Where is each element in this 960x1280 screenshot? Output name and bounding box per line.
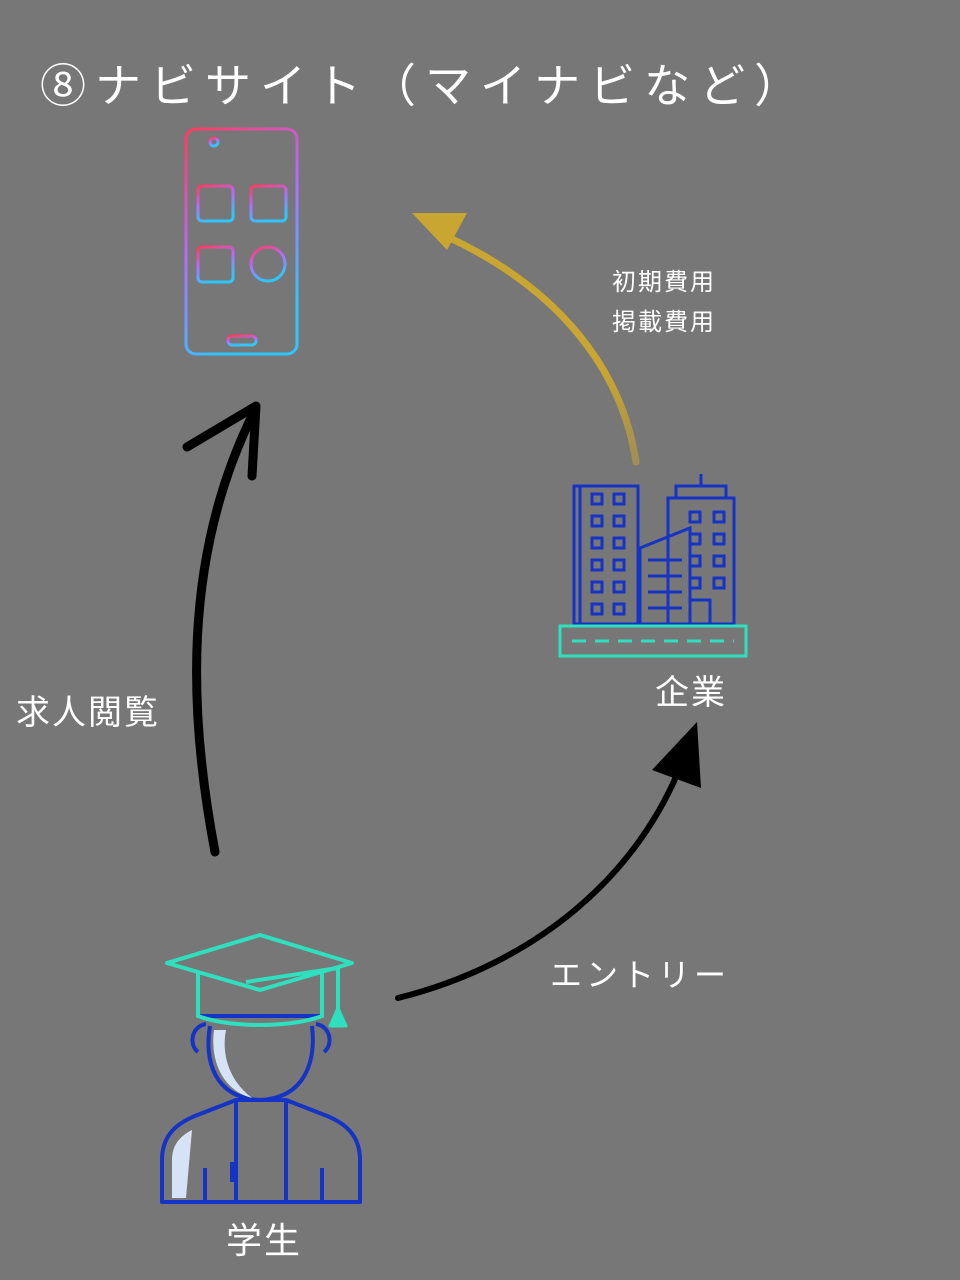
arrow-student-to-company xyxy=(395,722,701,1001)
page-title: ⑧ナビサイト（マイナビなど） xyxy=(40,59,810,113)
job-browsing-label: 求人閲覧 xyxy=(16,693,160,733)
smartphone-icon xyxy=(184,127,299,356)
entry-label: エントリー xyxy=(550,956,731,994)
company-label: 企業 xyxy=(655,673,727,713)
building-ground xyxy=(558,624,748,658)
fee-labels: 初期費用 掲載費用 xyxy=(612,262,716,342)
student-label: 学生 xyxy=(226,1221,303,1262)
arrow-student-to-site xyxy=(182,401,261,857)
initial-fee-label: 初期費用 xyxy=(612,268,716,296)
listing-fee-label: 掲載費用 xyxy=(612,308,716,336)
office-building-icon xyxy=(572,474,736,626)
graduate-student-icon xyxy=(160,933,362,1204)
arrow-company-to-site xyxy=(412,213,640,466)
